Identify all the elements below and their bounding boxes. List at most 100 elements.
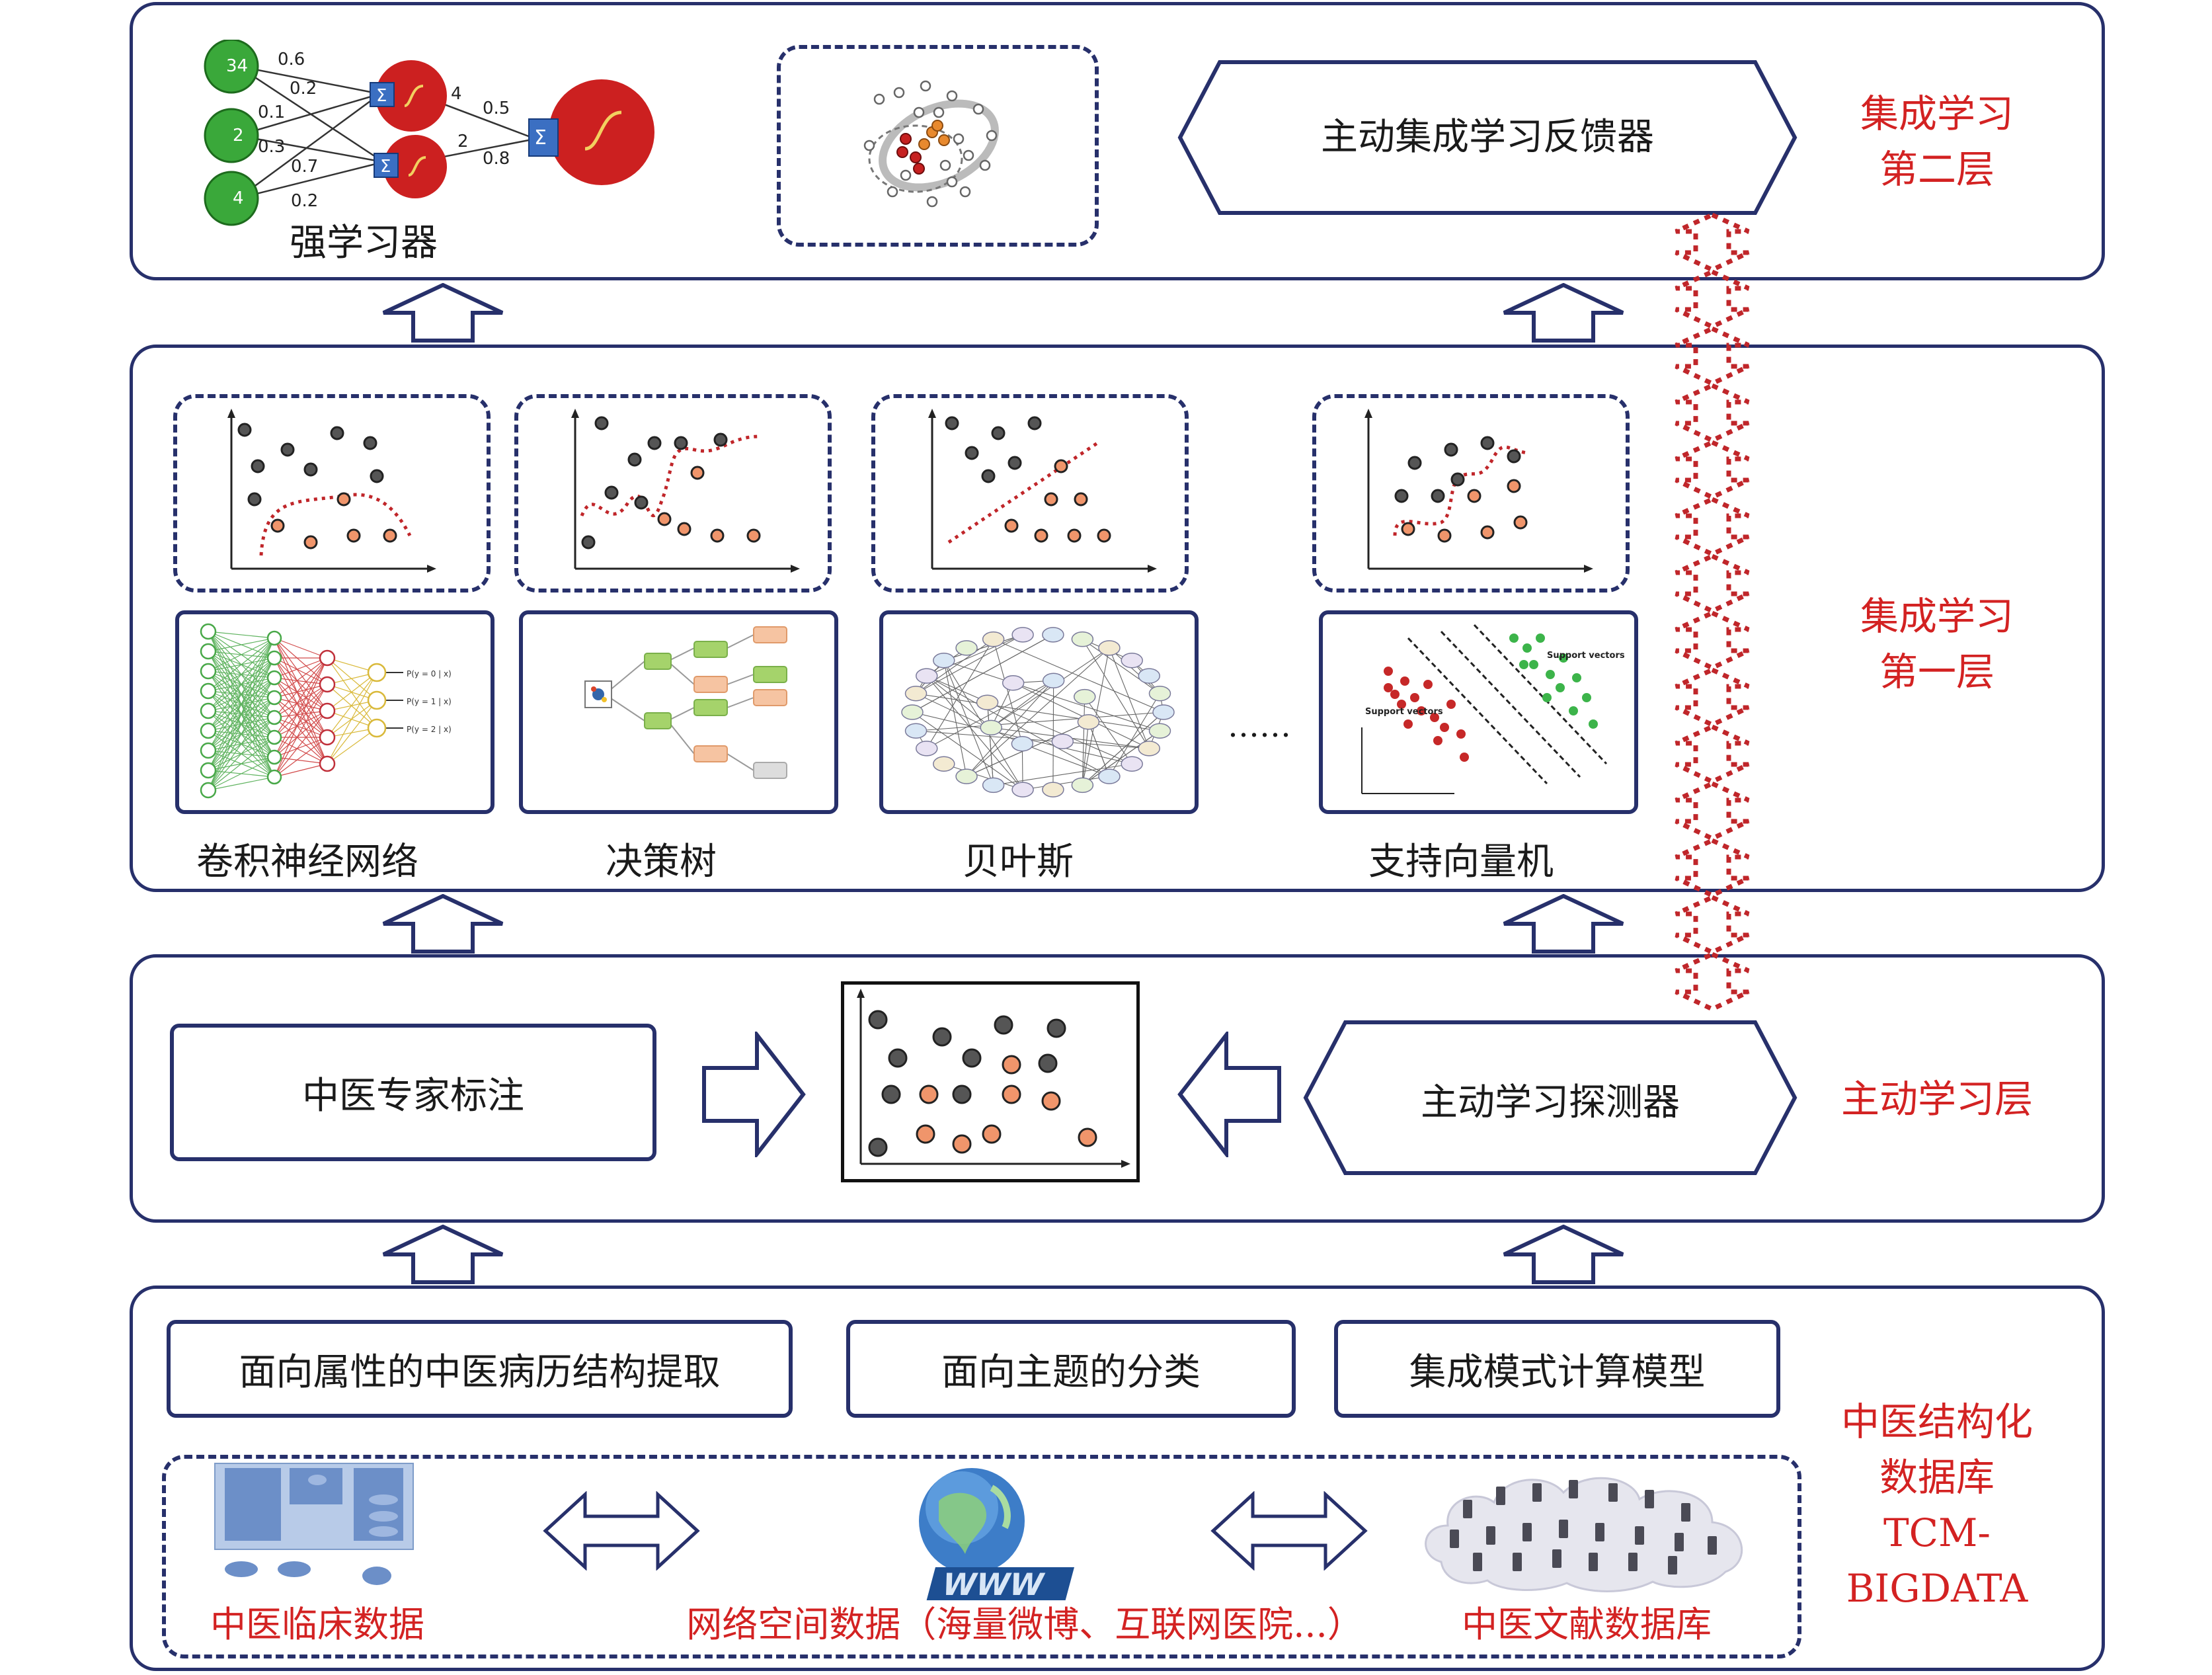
cnn-edge bbox=[327, 672, 377, 764]
bayes-node bbox=[980, 719, 1002, 736]
cnn-edge bbox=[208, 737, 275, 791]
bayes-node bbox=[1121, 756, 1143, 772]
bidirectional-arrow-icon bbox=[543, 1491, 700, 1571]
cnn-edge bbox=[274, 657, 328, 698]
svm-point bbox=[1423, 680, 1433, 689]
bayes-node bbox=[1152, 704, 1175, 720]
cnn-edge bbox=[274, 710, 328, 738]
svm-point bbox=[1433, 736, 1442, 745]
server-unit bbox=[1668, 1556, 1677, 1574]
cnn-edge bbox=[208, 631, 275, 639]
cnn-edge bbox=[274, 763, 328, 778]
cnn-edge bbox=[274, 684, 328, 738]
svm-point bbox=[1446, 700, 1456, 709]
topic-classification-box: 面向主题的分类 bbox=[846, 1320, 1296, 1418]
server-unit bbox=[1496, 1487, 1505, 1505]
server-unit bbox=[1532, 1483, 1542, 1502]
svm-point bbox=[1410, 693, 1419, 702]
ensemble-layer-1-panel bbox=[130, 345, 2105, 892]
cnn-edge bbox=[274, 737, 328, 778]
server-unit bbox=[1473, 1553, 1482, 1571]
cnn-edge bbox=[208, 637, 275, 692]
cnn-edge bbox=[208, 717, 275, 791]
cnn-edge bbox=[327, 657, 377, 729]
cnn-node bbox=[200, 762, 217, 779]
cnn-edge bbox=[274, 637, 328, 685]
bayes-node bbox=[933, 653, 955, 669]
bayes-edge bbox=[1084, 696, 1132, 764]
server-unit bbox=[1608, 1483, 1618, 1502]
server-unit bbox=[1552, 1549, 1561, 1568]
cluster-sampling-figure bbox=[863, 80, 999, 208]
up-arrow-icon bbox=[382, 1225, 504, 1284]
cloud-servers-icon bbox=[1425, 1477, 1743, 1592]
bayes-boundary-box bbox=[871, 394, 1189, 592]
server-unit bbox=[1559, 1520, 1568, 1538]
bayes-edge bbox=[926, 675, 992, 728]
cnn-scatter-plot bbox=[227, 409, 436, 573]
sum-symbol: Σ bbox=[380, 157, 391, 177]
svm-thumbnail: Support vectors Support vectors bbox=[1361, 624, 1625, 794]
bayes-edge bbox=[916, 693, 1160, 731]
cnn-edge bbox=[208, 637, 275, 652]
bayes-edge bbox=[943, 634, 1023, 661]
server-unit bbox=[1708, 1536, 1717, 1555]
cnn-edge bbox=[208, 637, 275, 672]
svm-point bbox=[1440, 723, 1449, 732]
bayes-scatter-plot bbox=[928, 409, 1157, 573]
cnn-edge bbox=[274, 737, 328, 758]
input-value: 4 bbox=[233, 188, 244, 208]
cnn-edge bbox=[274, 657, 328, 738]
cnn-edge bbox=[274, 684, 328, 698]
globe-www-icon: WWW bbox=[919, 1468, 1074, 1600]
bayes-edge bbox=[1082, 712, 1164, 786]
cnn-edge bbox=[208, 637, 275, 751]
cnn-network-thumbnail: P(y = 0 | x) P(y = 1 | x) P(y = 2 | x) bbox=[200, 623, 452, 799]
svg-text:WWW: WWW bbox=[938, 1568, 1048, 1600]
cnn-edge bbox=[327, 700, 377, 764]
bayes-node bbox=[1042, 673, 1065, 688]
cnn-node bbox=[200, 742, 217, 759]
bayes-node bbox=[955, 768, 978, 784]
server-unit bbox=[1645, 1490, 1654, 1508]
weight-label: 0.6 bbox=[278, 50, 305, 69]
cnn-output-label: P(y = 1 | x) bbox=[407, 697, 452, 706]
ensemble-layer-2-label: 集成学习 第二层 bbox=[1825, 86, 2049, 197]
cnn-edge bbox=[327, 672, 377, 712]
cnn-edge bbox=[274, 684, 328, 778]
svm-point bbox=[1529, 660, 1538, 669]
bayes-edge bbox=[916, 634, 1023, 694]
svm-point bbox=[1546, 670, 1555, 679]
ellipsis-more-learners: …… bbox=[1228, 708, 1291, 745]
cnn-edge bbox=[274, 710, 328, 718]
cnn-edge bbox=[274, 657, 328, 712]
cnn-edge bbox=[327, 727, 377, 764]
bayes-edge bbox=[1023, 776, 1110, 790]
bayes-edge bbox=[916, 693, 1023, 745]
server-unit bbox=[1450, 1530, 1459, 1548]
dotted-arrow-segment bbox=[1675, 838, 1750, 898]
cnn-edge bbox=[274, 657, 328, 685]
bayes-edge bbox=[926, 675, 1132, 764]
dotted-arrow-segment bbox=[1675, 383, 1750, 443]
weight-label: 0.7 bbox=[291, 157, 318, 177]
bayes-node bbox=[904, 723, 928, 739]
server-unit bbox=[1463, 1500, 1472, 1518]
bayes-edge bbox=[1109, 647, 1150, 749]
cnn-edge bbox=[327, 672, 377, 738]
svm-model-card bbox=[1319, 610, 1638, 814]
bayes-edge bbox=[926, 675, 1110, 777]
cnn-edge bbox=[208, 637, 275, 712]
cnn-node bbox=[367, 663, 387, 682]
cnn-node bbox=[319, 702, 336, 719]
bayes-node bbox=[1098, 768, 1121, 784]
svm-point bbox=[1384, 683, 1393, 692]
ensemble-model-box: 集成模式计算模型 bbox=[1334, 1320, 1780, 1418]
cnn-node bbox=[367, 718, 387, 738]
weight-label: 0.8 bbox=[483, 149, 510, 169]
strong-learner-caption: 强学习器 bbox=[290, 222, 438, 265]
cnn-edge bbox=[208, 677, 275, 791]
bayes-node bbox=[904, 686, 928, 702]
svm-point bbox=[1536, 633, 1545, 643]
cnn-edge bbox=[327, 657, 377, 701]
